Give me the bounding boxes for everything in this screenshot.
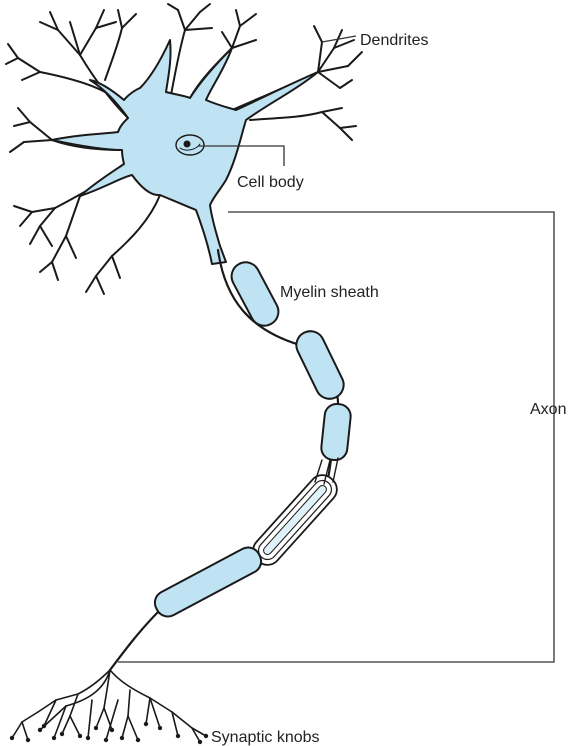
dendrites-label: Dendrites bbox=[360, 32, 428, 49]
synaptic-knob-ends bbox=[10, 722, 208, 744]
axon-core bbox=[110, 250, 338, 670]
myelin-unwrapped bbox=[248, 470, 342, 570]
myelin-segment bbox=[151, 543, 266, 620]
axon-label: Axon bbox=[530, 401, 566, 418]
myelin-sheath-label: Myelin sheath bbox=[280, 284, 379, 301]
cell-body-label: Cell body bbox=[237, 174, 304, 191]
myelin-segment bbox=[320, 403, 352, 461]
myelin-sheath bbox=[151, 257, 352, 620]
myelin-segment bbox=[227, 257, 284, 330]
synaptic-knobs-label: Synaptic knobs bbox=[211, 729, 320, 746]
myelin-segment bbox=[292, 327, 349, 404]
